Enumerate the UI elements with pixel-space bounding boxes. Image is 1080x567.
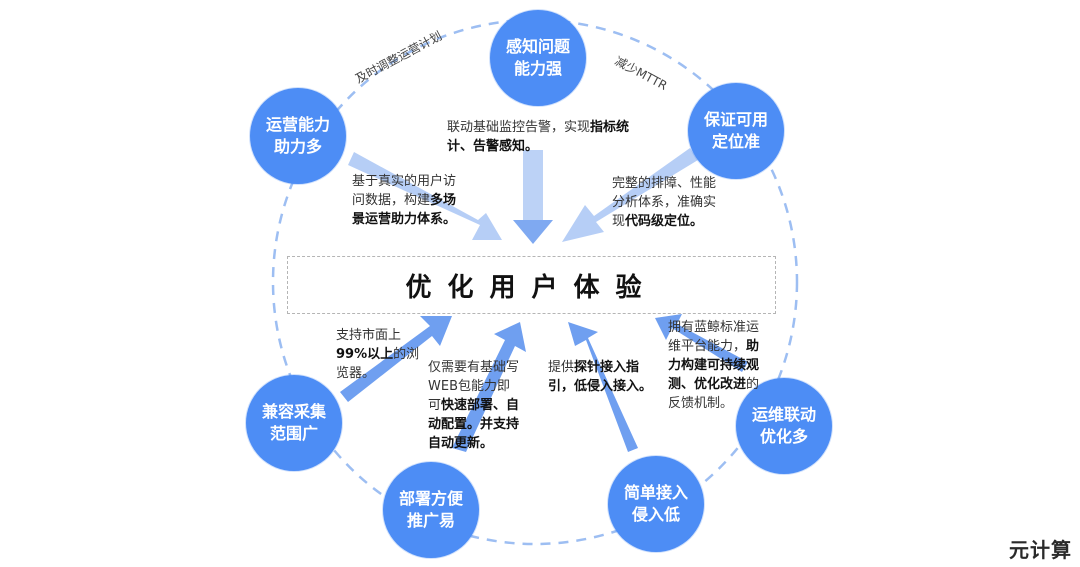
desc-operations: 基于真实的用户访 问数据，构建多场 景运营助力体系。 [352,174,457,227]
node-deployment-label: 部署方便 推广易 [398,489,463,530]
dashed-ring [271,18,799,546]
node-availability: 保证可用 定位准 [688,83,784,179]
arrow-icon [655,314,748,372]
arrow-icon [562,148,698,242]
desc-perception: 联动基础监控告警，实现指标统 计、告警感知。 [447,120,630,154]
node-compatibility: 兼容采集 范围广 [246,375,342,471]
arrow-icon [340,316,452,402]
node-perception: 感知问题 能力强 [490,10,586,106]
node-ops-linkage-label: 运维联动 优化多 [751,405,816,446]
node-compatibility-label: 兼容采集 范围广 [261,402,326,443]
node-operations: 运营能力 助力多 [250,88,346,184]
desc-deployment: 仅需要有基础写 WEB包能力即 可快速部署、自 动配置。并支持 自动更新。 [428,360,520,451]
arrow-icon [568,322,638,452]
center-box: 优化用户体验 [287,256,776,314]
desc-simple-access: 提供探针接入指 引，低侵入接入。 [548,360,653,394]
desc-compatibility: 支持市面上 99%以上的浏 览器。 [336,328,420,381]
desc-ops-linkage: 拥有蓝鲸标准运 维平台能力，助 力构建可持续观 测、优化改进的 反馈机制。 [668,320,760,411]
node-perception-label: 感知问题 能力强 [505,37,570,78]
node-availability-label: 保证可用 定位准 [703,110,768,151]
node-ops-linkage: 运维联动 优化多 [736,378,832,474]
watermark: 元计算 [1009,538,1072,562]
center-title: 优化用户体验 [405,272,658,303]
node-deployment: 部署方便 推广易 [383,462,479,558]
node-simple-access-label: 简单接入 侵入低 [623,483,688,524]
arrow-icon [348,152,502,240]
node-simple-access: 简单接入 侵入低 [608,456,704,552]
desc-availability: 完整的排障、性能 分析体系，准确实 现代码级定位。 [612,176,717,229]
arrow-icon [513,150,553,244]
node-operations-label: 运营能力 助力多 [265,115,330,156]
arrow-icon [452,322,526,452]
